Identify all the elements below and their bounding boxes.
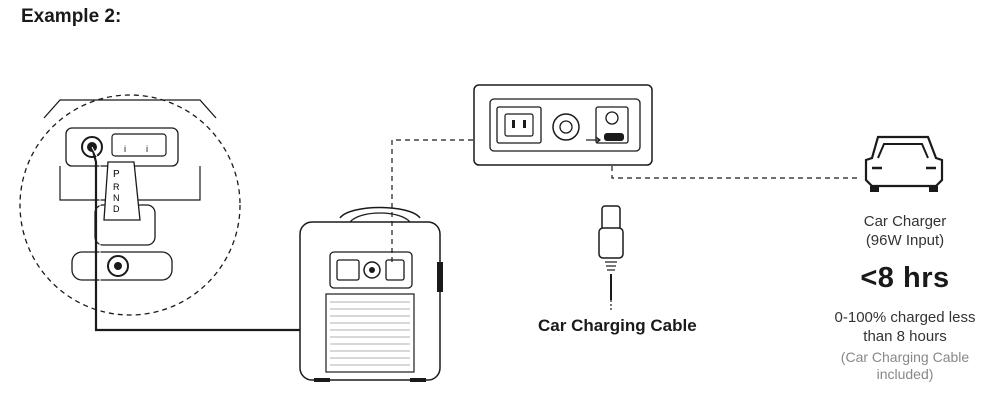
- charge-time: <8 hrs: [860, 262, 950, 294]
- cable-label: Car Charging Cable: [538, 316, 697, 335]
- svg-text:ᵢ: ᵢ: [146, 139, 148, 154]
- charger-name: Car Charger (96W Input): [805, 212, 999, 250]
- portable-power-station-icon: [299, 206, 443, 382]
- svg-text:R: R: [113, 182, 120, 192]
- input-panel-closeup-icon: [473, 84, 653, 166]
- svg-text:P: P: [113, 169, 120, 180]
- svg-text:D: D: [113, 204, 120, 214]
- car-icon: [864, 135, 944, 192]
- charger-name-line2: (96W Input): [865, 232, 945, 249]
- charger-name-line1: Car Charger: [863, 213, 947, 230]
- car-dashboard-socket-icon: ᵢ ᵢ P R N D: [19, 94, 241, 316]
- svg-text:N: N: [113, 193, 120, 203]
- included-note-line1: (Car Charging Cable: [840, 349, 970, 365]
- charge-description: 0-100% charged less than 8 hours: [805, 308, 999, 346]
- svg-text:ᵢ: ᵢ: [124, 139, 126, 154]
- charge-description-line2: than 8 hours: [863, 328, 947, 345]
- included-note: (Car Charging Cable included): [805, 349, 999, 383]
- example-heading: Example 2:: [21, 6, 122, 27]
- charge-description-line1: 0-100% charged less: [834, 309, 976, 326]
- included-note-line2: included): [876, 366, 934, 382]
- car-connector-plug-icon: [598, 205, 624, 312]
